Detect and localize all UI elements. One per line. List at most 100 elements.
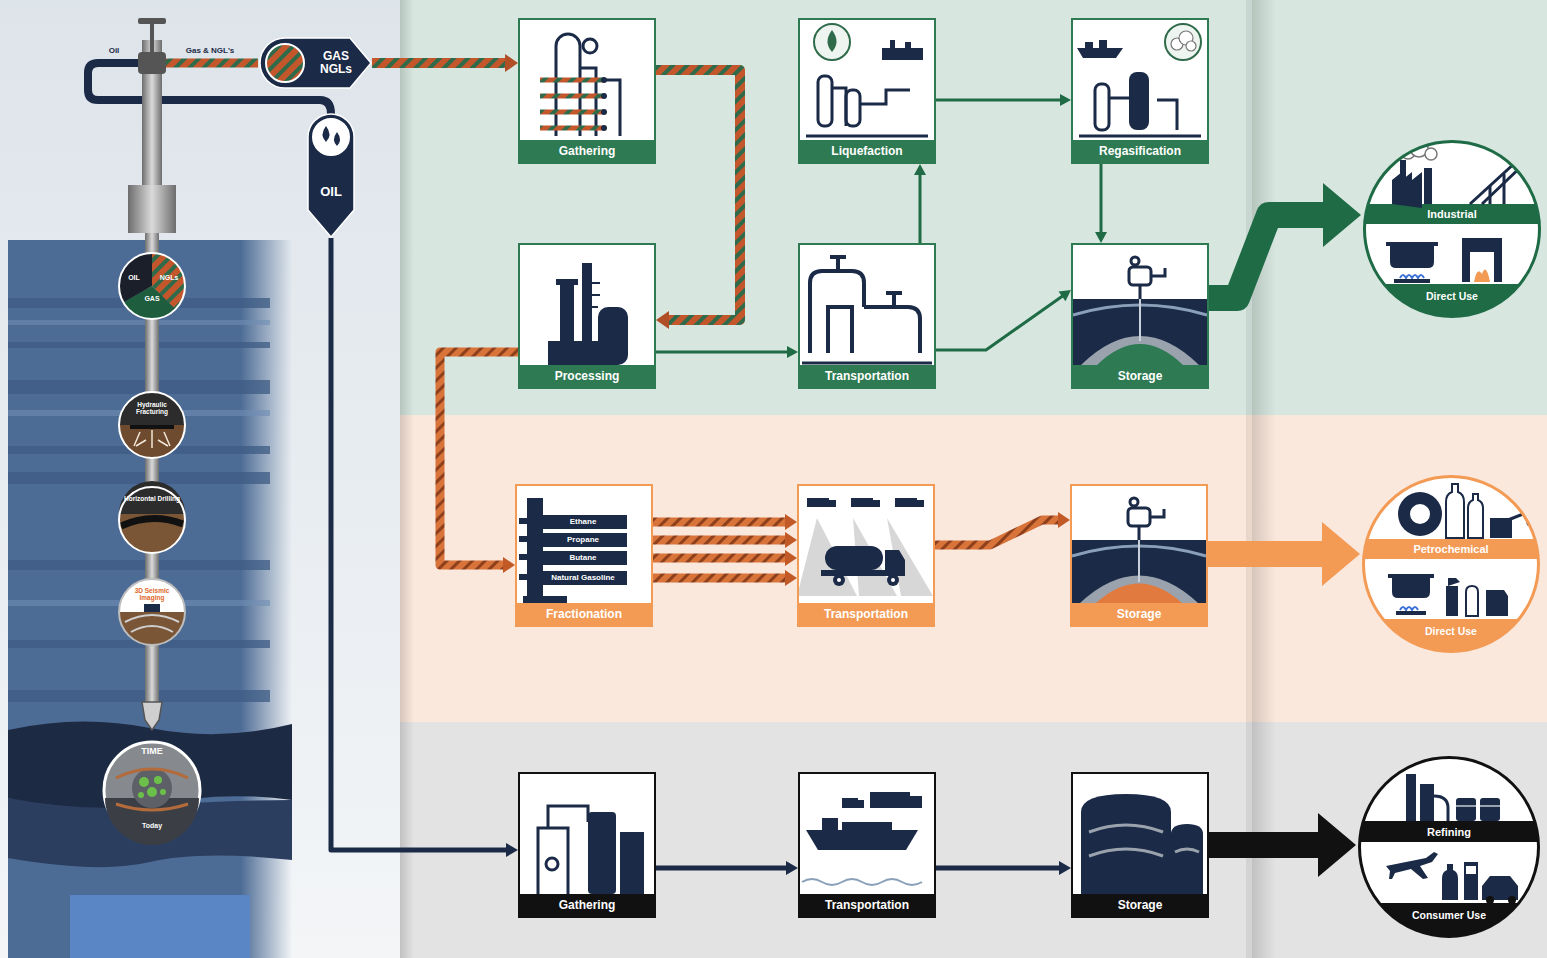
end-use-label: Refining — [1369, 822, 1529, 842]
step-label: Regasification — [1073, 140, 1207, 162]
industrial-use-circle-art-part — [1400, 160, 1406, 180]
background-part — [0, 0, 400, 958]
fraction-label: Natural Gasoline — [541, 571, 625, 585]
industrial-use-circle-art — [1363, 139, 1541, 320]
refining-use-circle-art-part — [1456, 805, 1500, 807]
connector-line — [331, 238, 508, 850]
inset-label: Today — [128, 822, 176, 830]
background-part — [400, 722, 1547, 958]
truck-icon-part-part — [833, 574, 845, 586]
arrow-head — [785, 570, 797, 586]
time-inset-part — [116, 804, 188, 810]
box-grounds-part — [798, 18, 936, 164]
oil-storage-icon-part — [1089, 825, 1163, 856]
seismic-inset-part — [119, 579, 185, 645]
box-grounds-part — [1071, 772, 1209, 918]
end-use-label: Petrochemical — [1373, 539, 1529, 559]
ngl-storage-icon-part-part — [1128, 508, 1150, 526]
reservoir-pie-part — [119, 253, 185, 319]
gathering-icon-part — [556, 34, 620, 136]
ground-section-part-part — [8, 320, 270, 325]
inset-label: Oil — [92, 46, 136, 55]
fractionation-icon-part-part — [519, 574, 527, 580]
drop-outline — [304, 110, 358, 238]
connector-line — [653, 518, 787, 527]
ground-section-part — [70, 895, 250, 958]
liquefaction-icon-part — [806, 76, 928, 136]
regasification-icon — [1077, 24, 1201, 136]
ground-section-part — [8, 298, 270, 702]
petrochemical-use-circle-art-part — [1468, 494, 1483, 538]
fractionation-icon-part-part — [539, 571, 627, 585]
refining-use-circle-art-part — [1434, 796, 1448, 821]
drilling-inset — [119, 481, 185, 553]
inset-label: 3D Seismic Imaging — [124, 587, 180, 602]
arrow-head — [503, 557, 515, 573]
ground-section-part — [8, 798, 292, 867]
wellhead-part — [150, 22, 154, 52]
drilling-inset-part — [121, 518, 183, 526]
pipe-connector — [653, 514, 797, 586]
petrochemical-use-circle-art-part — [1362, 539, 1540, 559]
ground-section-part-part — [8, 380, 270, 394]
wellhead-part — [138, 18, 166, 24]
oil-gathering-icon — [538, 806, 644, 894]
fractionation-icon-part-part — [519, 536, 527, 542]
time-inset-part — [132, 768, 172, 808]
seismic-inset-part — [131, 626, 173, 632]
gathering-icon-part-part — [606, 80, 620, 136]
liquefaction-icon-part — [882, 40, 923, 60]
fracturing-inset — [119, 392, 185, 458]
connector-line — [1209, 215, 1325, 298]
refining-use-circle-art-part — [1464, 862, 1478, 900]
connector-line — [936, 99, 1062, 102]
connector-line — [919, 173, 922, 243]
arrow-head — [1323, 183, 1361, 247]
petrochemical-use-circle-art-part — [1400, 607, 1418, 610]
truck-icon-part — [837, 578, 895, 582]
box-grounds-part — [1071, 18, 1209, 164]
inset-label: TIME — [128, 746, 176, 756]
arrow-head — [506, 843, 518, 857]
end-use-label: Consumer Use — [1369, 905, 1529, 925]
pipe-connector — [914, 164, 926, 243]
regasification-icon-part-part — [1186, 41, 1196, 51]
fracturing-inset-part — [119, 392, 185, 458]
truck-icon-part — [807, 498, 924, 586]
step-label: Liquefaction — [800, 140, 934, 162]
regasification-icon-part-part — [1109, 97, 1129, 100]
process-box: Storage — [1070, 484, 1208, 627]
oil-gathering-icon-part — [620, 832, 644, 894]
connector-line — [656, 351, 789, 354]
gathering-icon-part — [601, 77, 607, 131]
flow-arrow — [1209, 813, 1356, 877]
tag-shape — [308, 114, 354, 237]
arrow-head — [1058, 512, 1070, 528]
truck-icon-part-part — [851, 498, 873, 507]
ground-section-part-part — [8, 342, 270, 348]
truck-icon-part-part — [917, 500, 924, 507]
liquefaction-icon-part-part — [860, 90, 910, 104]
box-grounds-part — [518, 772, 656, 918]
box-grounds-part — [798, 243, 936, 389]
process-box: Processing — [518, 243, 656, 389]
background-part — [400, 415, 1547, 722]
pipeline-icon-part — [810, 257, 920, 353]
drilling-inset-part — [119, 481, 185, 514]
process-box: Gathering — [518, 772, 656, 918]
process-box: Storage — [1071, 772, 1209, 918]
gathering-icon-part-part — [601, 77, 607, 83]
refining-use-circle-art-part — [1386, 852, 1438, 879]
step-label: Storage — [1073, 365, 1207, 387]
petrochemical-use-circle-art-part — [1396, 611, 1426, 615]
oil-gathering-icon-part — [588, 812, 616, 894]
ground-section-part-part — [8, 472, 270, 484]
flow-arrow — [1208, 522, 1360, 586]
oil-transport-icon-part-part — [806, 830, 918, 850]
truck-icon-part-part — [887, 574, 899, 586]
pipe-connector — [331, 238, 518, 857]
pipe-connector — [936, 94, 1071, 106]
